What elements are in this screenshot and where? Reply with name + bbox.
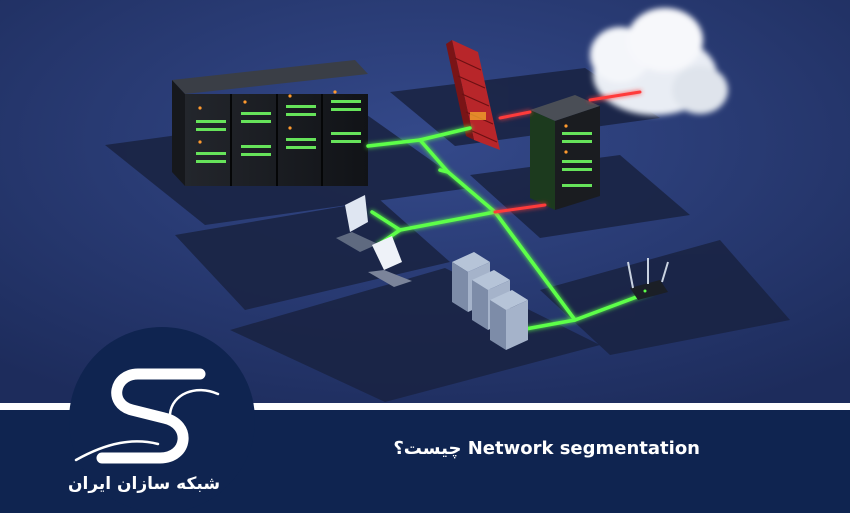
brand-logo-icon xyxy=(74,368,220,464)
workstation-icon xyxy=(452,252,528,350)
page-headline: Network segmentation چیست؟ xyxy=(393,438,700,459)
platform-router-zone xyxy=(540,240,790,355)
router-icon xyxy=(627,258,669,300)
laptop-icon xyxy=(336,195,412,287)
banner-divider xyxy=(0,403,850,410)
network-links-red xyxy=(493,90,642,214)
core-server-icon xyxy=(530,95,600,210)
platform-laptop-zone xyxy=(175,200,450,310)
firewall-icon xyxy=(446,40,500,150)
brand-name: شبکه سازان ایران xyxy=(68,474,221,494)
server-rack-icon xyxy=(172,60,368,186)
